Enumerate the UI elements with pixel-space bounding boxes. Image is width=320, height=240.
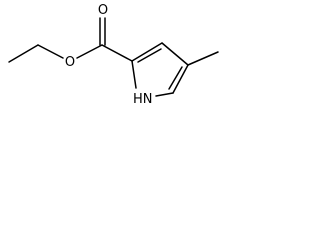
bond-c5-n [155,92,174,97]
ring-nitrogen-label: HN [133,92,153,107]
bond-c4-c5-inner [168,66,183,90]
ester-oxygen-label: O [65,55,75,70]
bond-c3-c4 [161,42,189,66]
bond-c4-c5 [172,64,189,94]
structure-canvas: O O HN [0,0,248,120]
bond-n-c2 [131,60,137,89]
bond-c4-methyl [187,51,219,66]
bond-c2-c3-inner [137,48,162,63]
bond-ch3-ch2 [8,44,39,63]
molecule-drawing: O O HN [8,3,219,107]
bond-o-carbonyl-c [76,44,103,59]
bond-ch2-o [37,44,64,59]
carbonyl-oxygen-label: O [98,3,108,18]
bond-carbonyl-c-ring [101,44,133,62]
bond-c2-c3 [131,42,163,62]
